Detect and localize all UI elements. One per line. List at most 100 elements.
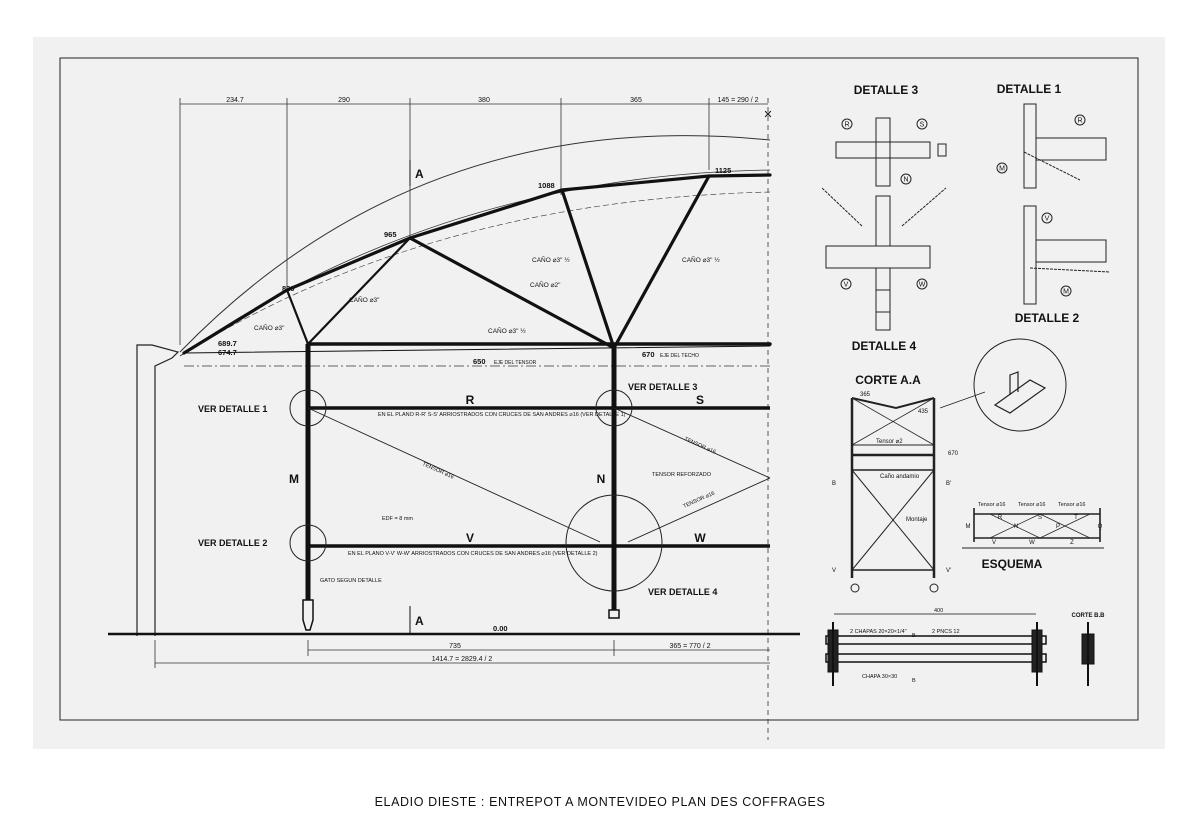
pipe-label-1: CAÑO ⌀3" <box>254 323 285 332</box>
axis-symbol: ✕ <box>763 109 772 121</box>
corte-aa-cano: Caño andamio <box>880 474 920 480</box>
corte-aa-mark-b: B <box>832 481 836 487</box>
detalle-1-tag-m: M <box>999 166 1005 173</box>
bottom-beam-drawing <box>825 613 1095 686</box>
esquema-tensor-2: Tensor ⌀16 <box>1018 502 1045 508</box>
level-1088: 1088 <box>538 181 555 190</box>
pipe-label-6: CAÑO ⌀3" ½ <box>488 326 526 335</box>
esquema-top-m: M <box>966 524 971 530</box>
beam-mark-b-top: B <box>912 633 916 639</box>
note-jack: GATO SEGUN DETALLE <box>320 578 382 584</box>
bottom-dimension-line <box>154 640 770 668</box>
detalle-1-title: DETALLE 1 <box>997 82 1062 96</box>
node-n: N <box>597 472 606 486</box>
dim-735: 735 <box>449 643 461 650</box>
esquema-title: ESQUEMA <box>982 557 1043 571</box>
detalle-1-tag-r: R <box>1077 118 1082 125</box>
dim-380: 380 <box>478 97 490 104</box>
corte-aa-dim-365: 365 <box>860 392 871 398</box>
dim-234-7: 234.7 <box>226 97 244 104</box>
detalle-2-title: DETALLE 2 <box>1015 311 1080 325</box>
corte-aa-title: CORTE A.A <box>855 373 921 387</box>
esquema-top-r: R <box>998 515 1003 521</box>
pipe-label-3: CAÑO ⌀2" <box>530 280 561 289</box>
detalle-3-tag-r: R <box>844 122 849 129</box>
level-820: 820 <box>282 284 295 293</box>
detalle-4-tag-w: W <box>919 282 926 289</box>
callout-detalle-3: VER DETALLE 3 <box>628 382 697 392</box>
left-support <box>136 344 180 636</box>
corte-aa-tensor: Tensor ⌀2 <box>876 439 903 445</box>
esquema-bottom-n: N <box>1014 524 1018 530</box>
corte-aa-montaje: Montaje <box>906 517 928 523</box>
tensor-label-2: TENSOR ⌀16 <box>683 436 716 455</box>
level-650: 650 <box>473 357 486 366</box>
iso-detail <box>939 338 1067 432</box>
node-r: R <box>466 393 475 407</box>
dim-1414: 1414.7 = 2829.4 / 2 <box>432 656 493 663</box>
structural-drawing: 234.7 290 380 365 145 = 290 / 2 ✕ <box>59 57 1139 740</box>
esquema-tensor-1: Tensor ⌀16 <box>978 502 1005 508</box>
beam-note-chapas: 2 CHAPAS 20×20×1/4" <box>850 629 907 635</box>
tensor-reinforced-label: TENSOR REFORZADO <box>652 472 712 478</box>
detalle-2-tag-v: V <box>1045 216 1050 223</box>
pipe-label-2: CAÑO ⌀3" <box>349 295 380 304</box>
callout-detalle-1: VER DETALLE 1 <box>198 404 267 414</box>
node-m: M <box>289 472 299 486</box>
corte-aa-mark-v: V <box>832 568 836 574</box>
detalle-2-tag-m: M <box>1063 289 1069 296</box>
esquema-bottom-v: V <box>992 540 996 546</box>
node-v: V <box>466 531 474 545</box>
dim-145: 145 = 290 / 2 <box>717 97 758 104</box>
corte-aa-mark-v-prime: V' <box>946 568 951 574</box>
esquema-bottom-z: Z <box>1070 540 1074 546</box>
esquema-top-q: Q <box>1098 524 1103 530</box>
corte-aa-dim-435: 435 <box>918 409 929 415</box>
detalle-4-title: DETALLE 4 <box>852 339 917 353</box>
corte-aa-drawing <box>850 397 939 593</box>
note-roof-axis: EJE DEL TECHO <box>660 353 699 359</box>
detalle-3-drawing <box>821 117 947 331</box>
level-670: 670 <box>642 350 655 359</box>
section-mark-a-top: A <box>415 167 424 181</box>
corte-aa-mark-b-prime: B' <box>946 481 951 487</box>
beam-mark-b-bottom: B <box>912 678 916 684</box>
beam-note-pncs: 2 PNCS 12 <box>932 629 960 635</box>
note-channel: EDF = 8 mm <box>382 516 413 522</box>
detalle-4-tag-v: V <box>844 282 849 289</box>
level-0-00: 0.00 <box>493 624 508 633</box>
node-w: W <box>694 531 706 545</box>
dim-365-770: 365 = 770 / 2 <box>669 643 710 650</box>
detail-circles <box>289 389 663 592</box>
esquema-drawing <box>962 508 1104 549</box>
callout-detalle-2: VER DETALLE 2 <box>198 538 267 548</box>
esquema-bottom-p: P <box>1056 524 1060 530</box>
node-s: S <box>696 393 704 407</box>
note-plane-rs: EN EL PLANO R-R' S-S' ARRIOSTRADOS CON C… <box>378 412 626 418</box>
roof-vault <box>179 135 771 357</box>
esquema-top-s: S <box>1038 515 1042 521</box>
columns <box>302 344 620 631</box>
section-mark-a-bottom: A <box>415 614 424 628</box>
note-tensor-axis: EJE DEL TENSOR <box>494 360 537 366</box>
esquema-tensor-3: Tensor ⌀16 <box>1058 502 1085 508</box>
esquema-bottom-w: W <box>1029 540 1035 546</box>
level-1125: 1125 <box>715 166 731 175</box>
beams <box>308 406 770 548</box>
detalle-3-tag-s: S <box>920 122 925 129</box>
drawing-frame <box>59 57 1139 721</box>
dim-290: 290 <box>338 97 350 104</box>
detalle-1-2-drawing <box>1023 103 1111 305</box>
tensor-rods <box>307 407 771 543</box>
tensor-label-1: TENSOR ⌀16 <box>421 461 454 480</box>
note-plane-vw: EN EL PLANO V-V' W-W' ARRIOSTRADOS CON C… <box>348 551 598 557</box>
drawing-sheet: 234.7 290 380 365 145 = 290 / 2 ✕ <box>33 37 1165 749</box>
truss <box>182 173 772 355</box>
callout-detalle-4: VER DETALLE 4 <box>648 587 717 597</box>
corte-bb-title: CORTE B.B <box>1072 613 1106 619</box>
beam-note-chapa: CHAPA 30×30 <box>862 674 897 680</box>
detalle-3-tag-n: N <box>903 177 908 184</box>
level-674-7: 674.7 <box>218 348 237 357</box>
beam-dim-400: 400 <box>934 608 943 614</box>
pipe-label-5: CAÑO ⌀3" ½ <box>682 255 720 264</box>
